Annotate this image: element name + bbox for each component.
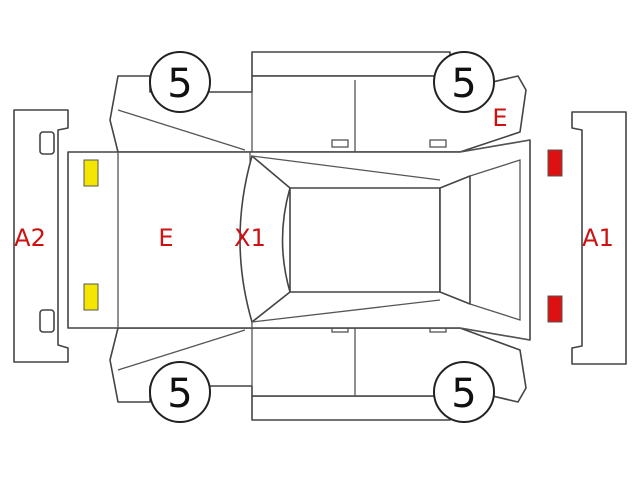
trunk-code: E	[158, 224, 173, 252]
rear-glass	[239, 155, 291, 323]
tyre-rear-left: 5	[149, 51, 211, 113]
roof-strip-bottom	[251, 395, 451, 421]
front-bumper-code: A1	[582, 224, 614, 252]
cabin	[239, 139, 531, 341]
windshield	[439, 175, 471, 305]
tyre-front-left: 5	[433, 51, 495, 113]
front-fender-code: E	[492, 104, 507, 132]
front-bumper	[571, 111, 627, 365]
rear-light-bottom	[83, 283, 99, 311]
rear-bumper	[13, 109, 69, 363]
tyre-rear-right: 5	[149, 361, 211, 423]
rear-light-top	[83, 159, 99, 187]
roof-strip-top	[251, 51, 451, 77]
tyre-front-right: 5	[433, 361, 495, 423]
tyre-rear-left-grade: 5	[167, 61, 192, 107]
front-light-bottom	[547, 295, 563, 323]
roof-panel	[289, 187, 441, 293]
rear-glass-code: X1	[234, 224, 266, 252]
tyre-rear-right-grade: 5	[167, 371, 192, 417]
tyre-front-right-grade: 5	[451, 371, 476, 417]
tyre-front-left-grade: 5	[451, 61, 476, 107]
front-light-top	[547, 149, 563, 177]
rear-bumper-code: A2	[14, 224, 46, 252]
